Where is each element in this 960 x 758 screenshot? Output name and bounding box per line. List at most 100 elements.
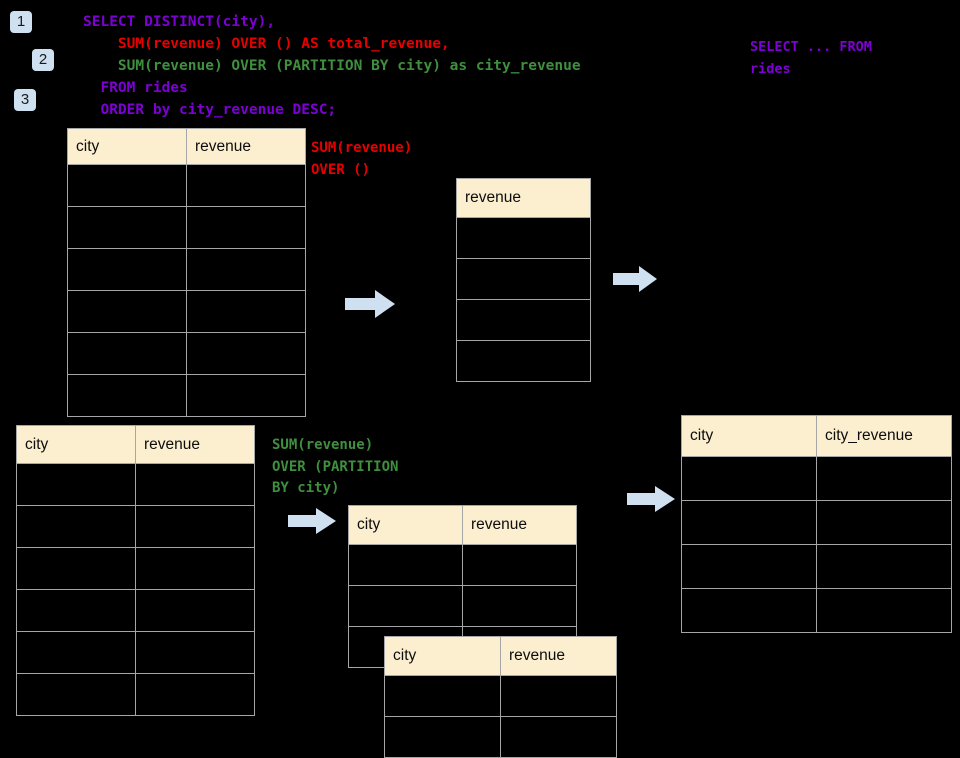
table-row: [456, 340, 591, 382]
cell-revenue: [462, 585, 577, 627]
table-header-row: city city_revenue: [681, 415, 952, 457]
cell-city: [681, 500, 817, 545]
cell-revenue: [135, 589, 255, 632]
cell-revenue: [186, 206, 306, 249]
annotation-sum-over-empty: SUM(revenue) OVER (): [311, 140, 413, 178]
cell-revenue: [500, 716, 617, 758]
table-header-row: city revenue: [16, 425, 255, 464]
table-row: [681, 456, 952, 501]
column-header-city: city: [348, 505, 463, 545]
table-row: [456, 217, 591, 259]
table-rides-top: city revenue: [67, 128, 306, 417]
cell-city: [16, 547, 136, 590]
column-header-revenue: revenue: [456, 178, 591, 218]
cell-revenue: [135, 631, 255, 674]
table-row: [16, 547, 255, 590]
cell-city: [67, 374, 187, 417]
table-row: [348, 544, 577, 586]
table-row: [681, 544, 952, 589]
cell-city: [681, 456, 817, 501]
sql-line-from: FROM rides: [83, 80, 188, 96]
table-result: city city_revenue: [681, 415, 952, 633]
cell-revenue: [135, 505, 255, 548]
table-row: [348, 585, 577, 627]
sql-line-total-revenue: SUM(revenue) OVER () AS total_revenue,: [83, 36, 450, 52]
cell-city: [67, 164, 187, 207]
arrow-top-2: [613, 266, 657, 292]
annotation-select-from-rides: SELECT ... FROM rides: [750, 39, 872, 77]
annotation-sum-over-partition: SUM(revenue) OVER (PARTITION BY city): [272, 437, 399, 496]
cell-revenue: [186, 164, 306, 207]
table-row: [67, 164, 306, 207]
cell-city: [16, 673, 136, 716]
column-header-city: city: [384, 636, 501, 676]
cell-city: [681, 544, 817, 589]
sql-line-select: SELECT DISTINCT(city),: [83, 14, 276, 30]
cell-revenue: [456, 258, 591, 300]
cell-city: [384, 716, 501, 758]
column-header-revenue: revenue: [462, 505, 577, 545]
column-header-city-revenue: city_revenue: [816, 415, 952, 457]
table-row: [16, 505, 255, 548]
table-row: [16, 463, 255, 506]
table-partition-front: city revenue: [384, 636, 617, 758]
diagram-canvas: 1 2 3 SELECT DISTINCT(city), SUM(revenue…: [10, 11, 952, 758]
table-row: [456, 258, 591, 300]
table-row: [67, 290, 306, 333]
table-row: [67, 332, 306, 375]
cell-city: [16, 631, 136, 674]
table-row: [67, 206, 306, 249]
cell-revenue: [186, 374, 306, 417]
table-header-row: city revenue: [67, 128, 306, 165]
cell-revenue: [456, 217, 591, 259]
cell-city: [67, 332, 187, 375]
cell-city: [67, 290, 187, 333]
table-header-row: revenue: [456, 178, 591, 218]
cell-revenue: [135, 673, 255, 716]
cell-city: [16, 589, 136, 632]
column-header-revenue: revenue: [186, 128, 306, 165]
column-header-revenue: revenue: [500, 636, 617, 676]
table-row: [67, 248, 306, 291]
cell-revenue: [456, 340, 591, 382]
cell-city-revenue: [816, 456, 952, 501]
cell-revenue: [456, 299, 591, 341]
table-rides-bottom: city revenue: [16, 425, 255, 716]
table-row: [16, 673, 255, 716]
table-row: [384, 716, 617, 758]
cell-city-revenue: [816, 544, 952, 589]
cell-city: [681, 588, 817, 633]
cell-city: [16, 463, 136, 506]
arrow-bottom-1: [288, 508, 336, 534]
step-badge-1: 1: [10, 11, 32, 33]
cell-city-revenue: [816, 500, 952, 545]
cell-revenue: [135, 463, 255, 506]
arrow-top-1: [345, 290, 395, 318]
cell-city: [67, 206, 187, 249]
cell-revenue: [186, 290, 306, 333]
table-row: [384, 675, 617, 717]
column-header-revenue: revenue: [135, 425, 255, 464]
cell-city: [348, 585, 463, 627]
table-header-row: city revenue: [384, 636, 617, 676]
cell-city: [384, 675, 501, 717]
cell-revenue: [186, 332, 306, 375]
table-row: [681, 588, 952, 633]
column-header-city: city: [16, 425, 136, 464]
cell-city: [16, 505, 136, 548]
table-row: [16, 589, 255, 632]
table-header-row: city revenue: [348, 505, 577, 545]
cell-city: [67, 248, 187, 291]
arrow-bottom-2: [627, 486, 675, 512]
cell-city: [348, 544, 463, 586]
table-total-revenue: revenue: [456, 178, 591, 382]
table-row: [67, 374, 306, 417]
column-header-city: city: [67, 128, 187, 165]
cell-revenue: [135, 547, 255, 590]
column-header-city: city: [681, 415, 817, 457]
sql-line-city-revenue: SUM(revenue) OVER (PARTITION BY city) as…: [83, 58, 581, 74]
cell-revenue: [500, 675, 617, 717]
cell-city-revenue: [816, 588, 952, 633]
sql-line-order-by: ORDER by city_revenue DESC;: [83, 102, 337, 118]
table-row: [681, 500, 952, 545]
